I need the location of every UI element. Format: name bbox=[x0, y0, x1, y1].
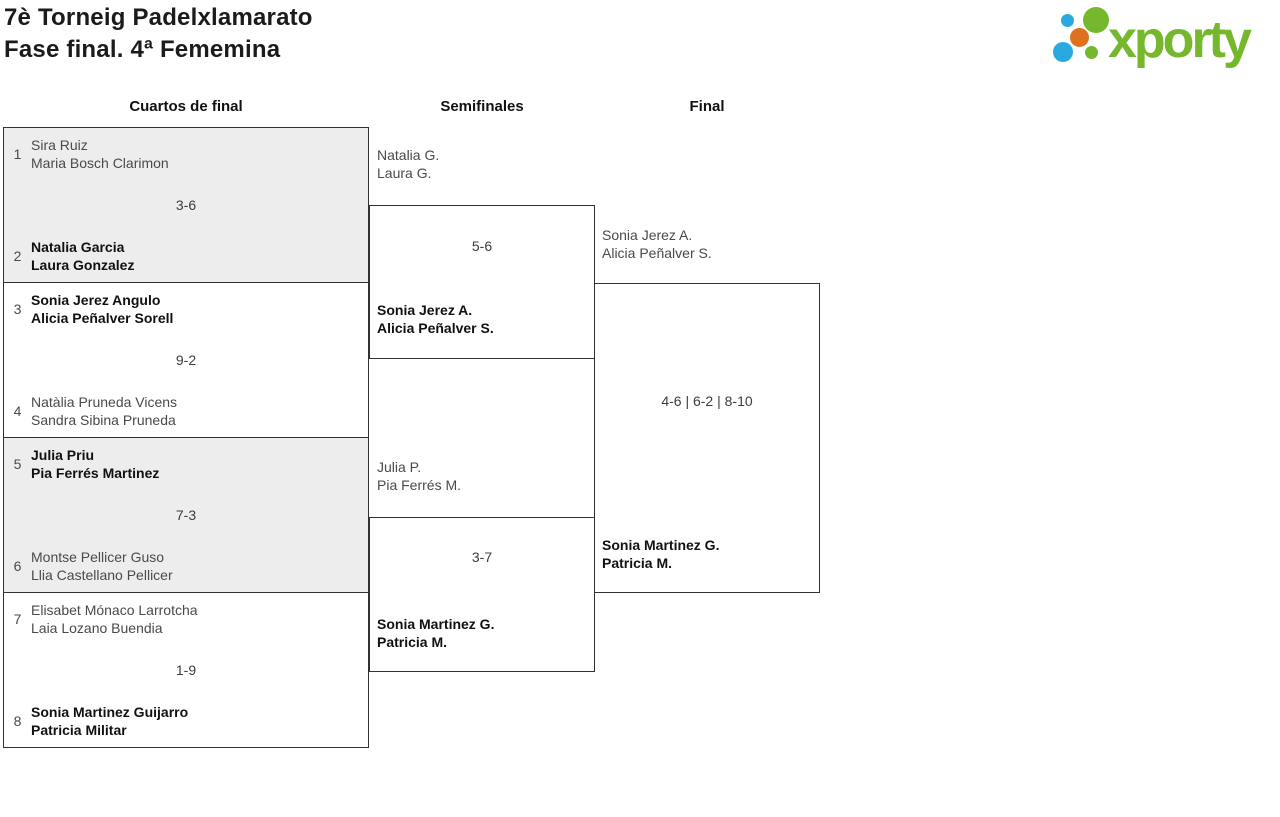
semifinal-2-score: 3-7 bbox=[471, 549, 493, 565]
round-header-final: Final bbox=[689, 98, 725, 115]
player-name: Elisabet Mónaco Larrotcha bbox=[31, 602, 198, 618]
logo-dot-icon bbox=[1070, 28, 1089, 47]
player-name: Laura Gonzalez bbox=[31, 257, 135, 273]
player-name: Julia P. bbox=[377, 459, 422, 475]
player-name: Montse Pellicer Guso bbox=[31, 549, 165, 565]
team-slot: 7 Elisabet Mónaco Larrotcha Laia Lozano … bbox=[4, 601, 368, 637]
team-names: Montse Pellicer Guso Llia Castellano Pel… bbox=[31, 548, 173, 584]
semifinal-1-team-b-winner: Sonia Jerez A. Alicia Peñalver S. bbox=[377, 301, 494, 337]
final-team-a: Sonia Jerez A. Alicia Peñalver S. bbox=[602, 226, 712, 262]
player-name: Llia Castellano Pellicer bbox=[31, 567, 173, 583]
player-name: Patricia Militar bbox=[31, 722, 127, 738]
match-semifinal-2-box bbox=[369, 517, 595, 672]
player-name: Natalia Garcia bbox=[31, 239, 125, 255]
seed-number: 8 bbox=[13, 713, 22, 729]
player-name: Patricia M. bbox=[377, 634, 448, 650]
match-score: 7-3 bbox=[175, 507, 197, 523]
player-name: Pia Ferrés M. bbox=[377, 477, 462, 493]
player-name: Laura G. bbox=[377, 165, 432, 181]
logo-wordmark: xporty bbox=[1108, 11, 1252, 69]
match-score: 9-2 bbox=[175, 352, 197, 368]
tournament-title: 7è Torneig Padelxlamarato bbox=[4, 4, 313, 31]
team-slot: 1 Sira Ruiz Maria Bosch Clarimon bbox=[4, 136, 368, 172]
player-name: Sonia Jerez A. bbox=[377, 302, 473, 318]
semifinal-2-team-a: Julia P. Pia Ferrés M. bbox=[377, 458, 461, 494]
player-name: Pia Ferrés Martinez bbox=[31, 465, 160, 481]
player-name: Alicia Peñalver Sorell bbox=[31, 310, 174, 326]
seed-number: 3 bbox=[13, 301, 22, 317]
team-slot: 5 Julia Priu Pia Ferrés Martinez bbox=[4, 446, 368, 482]
player-name: Sonia Martinez Guijarro bbox=[31, 704, 189, 720]
player-name: Alicia Peñalver S. bbox=[602, 245, 712, 261]
match-semifinal-1-box bbox=[369, 205, 595, 359]
player-name: Alicia Peñalver S. bbox=[377, 320, 494, 336]
player-name: Sonia Jerez Angulo bbox=[31, 292, 161, 308]
phase-category-subtitle: Fase final. 4ª Fememina bbox=[4, 36, 281, 63]
team-names-winner: Sonia Martinez Guijarro Patricia Militar bbox=[31, 703, 188, 739]
seed-number: 4 bbox=[13, 403, 22, 419]
match-final-box bbox=[594, 283, 820, 593]
team-names: Elisabet Mónaco Larrotcha Laia Lozano Bu… bbox=[31, 601, 198, 637]
final-score: 4-6 | 6-2 | 8-10 bbox=[661, 393, 753, 409]
player-name: Sonia Martinez G. bbox=[602, 537, 720, 553]
seed-number: 1 bbox=[13, 146, 22, 162]
semifinal-1-team-a: Natalia G. Laura G. bbox=[377, 146, 439, 182]
team-names-winner: Natalia Garcia Laura Gonzalez bbox=[31, 238, 134, 274]
page-title: 7è Torneig Padelxlamarato Fase final. 4ª… bbox=[4, 2, 313, 66]
player-name: Natalia G. bbox=[377, 147, 440, 163]
xporty-logo[interactable]: xporty bbox=[1048, 4, 1278, 76]
team-names-winner: Julia Priu Pia Ferrés Martinez bbox=[31, 446, 159, 482]
team-names-winner: Sonia Jerez Angulo Alicia Peñalver Sorel… bbox=[31, 291, 173, 327]
semifinal-2-team-b-winner: Sonia Martinez G. Patricia M. bbox=[377, 615, 494, 651]
team-slot: 3 Sonia Jerez Angulo Alicia Peñalver Sor… bbox=[4, 291, 368, 327]
team-slot: 4 Natàlia Pruneda Vicens Sandra Sibina P… bbox=[4, 393, 368, 429]
team-slot: 6 Montse Pellicer Guso Llia Castellano P… bbox=[4, 548, 368, 584]
match-quarterfinal-3: 5 Julia Priu Pia Ferrés Martinez 7-3 6 M… bbox=[4, 437, 368, 592]
seed-number: 2 bbox=[13, 248, 22, 264]
match-score: 3-6 bbox=[175, 197, 197, 213]
match-quarterfinal-1: 1 Sira Ruiz Maria Bosch Clarimon 3-6 2 N… bbox=[4, 128, 368, 282]
logo-dot-icon bbox=[1085, 46, 1098, 59]
logo-dot-icon bbox=[1083, 7, 1109, 33]
team-names: Natàlia Pruneda Vicens Sandra Sibina Pru… bbox=[31, 393, 177, 429]
player-name: Sandra Sibina Pruneda bbox=[31, 412, 176, 428]
seed-number: 5 bbox=[13, 456, 22, 472]
player-name: Sonia Martinez G. bbox=[377, 616, 495, 632]
round-header-quarterfinals: Cuartos de final bbox=[129, 98, 243, 115]
round-header-semifinals: Semifinales bbox=[440, 98, 524, 115]
logo-dot-icon bbox=[1061, 14, 1074, 27]
player-name: Patricia M. bbox=[602, 555, 673, 571]
quarterfinals-bracket-box: 1 Sira Ruiz Maria Bosch Clarimon 3-6 2 N… bbox=[3, 127, 369, 748]
logo-dot-icon bbox=[1053, 42, 1073, 62]
player-name: Maria Bosch Clarimon bbox=[31, 155, 169, 171]
semifinal-1-score: 5-6 bbox=[471, 238, 493, 254]
seed-number: 6 bbox=[13, 558, 22, 574]
player-name: Sira Ruiz bbox=[31, 137, 88, 153]
match-quarterfinal-4: 7 Elisabet Mónaco Larrotcha Laia Lozano … bbox=[4, 592, 368, 747]
team-slot: 8 Sonia Martinez Guijarro Patricia Milit… bbox=[4, 703, 368, 739]
player-name: Laia Lozano Buendia bbox=[31, 620, 163, 636]
final-team-b-winner: Sonia Martinez G. Patricia M. bbox=[602, 536, 719, 572]
seed-number: 7 bbox=[13, 611, 22, 627]
match-score: 1-9 bbox=[175, 662, 197, 678]
match-quarterfinal-2: 3 Sonia Jerez Angulo Alicia Peñalver Sor… bbox=[4, 282, 368, 437]
team-slot: 2 Natalia Garcia Laura Gonzalez bbox=[4, 238, 368, 274]
player-name: Natàlia Pruneda Vicens bbox=[31, 394, 178, 410]
team-names: Sira Ruiz Maria Bosch Clarimon bbox=[31, 136, 169, 172]
player-name: Sonia Jerez A. bbox=[602, 227, 693, 243]
player-name: Julia Priu bbox=[31, 447, 95, 463]
